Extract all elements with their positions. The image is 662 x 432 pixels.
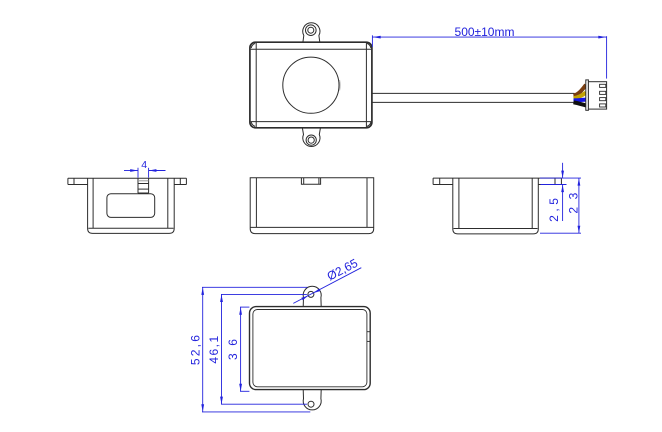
svg-text:23: 23 bbox=[566, 185, 580, 213]
svg-text:2,5: 2,5 bbox=[547, 194, 561, 221]
svg-text:52,6: 52,6 bbox=[188, 333, 202, 365]
svg-text:500±10mm: 500±10mm bbox=[455, 25, 515, 39]
svg-text:4: 4 bbox=[141, 159, 147, 171]
svg-text:46,1: 46,1 bbox=[207, 334, 221, 363]
svg-text:36: 36 bbox=[226, 332, 240, 360]
